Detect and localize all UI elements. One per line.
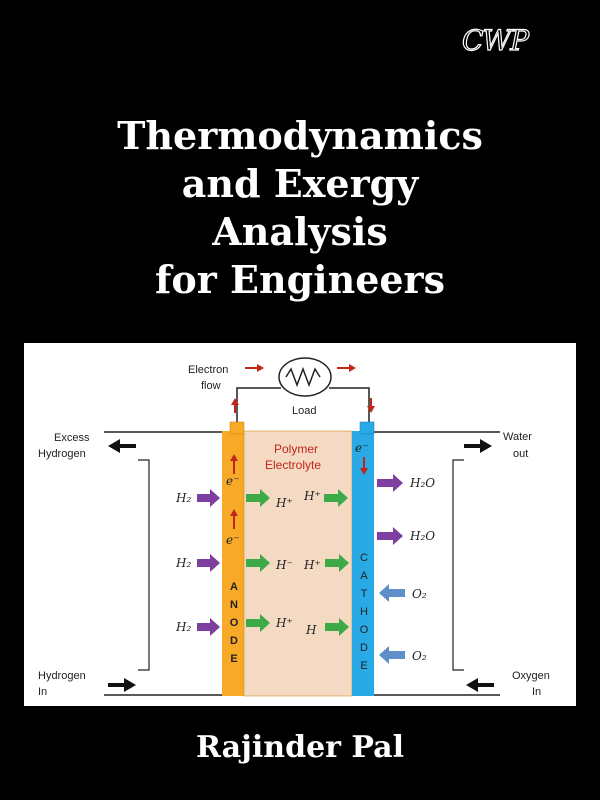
cathode-letter: O (360, 624, 369, 636)
proton-label: H⁺ (303, 489, 321, 503)
electrolyte-label-2: Electrolyte (265, 458, 321, 472)
hydrogen-in-arrow-icon (108, 678, 136, 692)
anode-electron-arrow-icon (230, 454, 238, 529)
oxygen-flow-line (452, 459, 464, 671)
water-out-label-2: out (513, 448, 528, 460)
oxygen-in-label-2: In (532, 686, 541, 698)
author-name: Rajinder Pal (195, 730, 405, 765)
oxygen-in-label: Oxygen (512, 670, 550, 682)
cathode-electron-label: e⁻ (355, 441, 368, 455)
anode-letter: O (230, 617, 239, 629)
cathode-terminal (359, 421, 375, 435)
anode-letter: N (230, 599, 238, 611)
title-line-2: and Exergy (181, 161, 419, 206)
book-title: Thermodynamics and Exergy Analysis for E… (0, 112, 600, 304)
cathode-electron-arrow-icon (360, 457, 368, 475)
water-output-arrow-icon (377, 474, 403, 545)
circuit-wire (236, 387, 370, 423)
h2-input-arrow-icon (197, 489, 220, 636)
oxygen-input-arrow-icon (379, 584, 405, 664)
h2-input-label: H₂ (175, 491, 191, 505)
proton-label: H⁺ (275, 496, 293, 510)
water-label: H₂O (409, 529, 435, 543)
fuel-cell-diagram: Load Electron flow Polymer Electrol (24, 343, 576, 706)
proton-label: H⁻ (275, 558, 293, 572)
hydrogen-in-label: Hydrogen (38, 670, 86, 682)
load-resistor-icon (278, 357, 332, 397)
anode-terminal (229, 421, 245, 435)
h2-input-label: H₂ (175, 620, 191, 634)
oxygen-in-arrow-icon (466, 678, 494, 692)
anode-electron-label: e⁻ (226, 533, 239, 547)
title-line-1: Thermodynamics (117, 113, 483, 158)
electrolyte-label: Polymer (274, 442, 318, 456)
cathode-letter: C (360, 552, 368, 564)
water-out-label: Water (503, 431, 532, 443)
proton-label: H⁺ (303, 558, 321, 572)
excess-hydrogen-label: Excess (54, 432, 90, 444)
publisher-logo: CWP (461, 23, 529, 57)
water-label: H₂O (409, 476, 435, 490)
proton-arrow-icon (246, 489, 349, 636)
anode-letter: E (230, 653, 237, 665)
proton-label: H⁺ (275, 616, 293, 630)
cathode-letter: E (360, 660, 367, 672)
excess-hydrogen-label-2: Hydrogen (38, 448, 86, 460)
cathode-letter: A (360, 570, 368, 582)
anode-plate (222, 431, 244, 696)
load-label: Load (292, 405, 316, 417)
cathode-letter: D (360, 642, 368, 654)
oxygen-label: O₂ (412, 587, 427, 601)
cathode-letter: T (361, 588, 368, 600)
water-out-arrow-icon (464, 439, 492, 453)
oxygen-label: O₂ (412, 649, 427, 663)
anode-letter: A (230, 581, 238, 593)
electron-flow-label: Electron (188, 364, 228, 376)
electron-flow-arrow-icon (231, 364, 375, 413)
h2-input-label: H₂ (175, 556, 191, 570)
title-line-3: Analysis (212, 209, 388, 254)
anode-electron-label: e⁻ (226, 474, 239, 488)
cathode-plate (352, 431, 374, 696)
proton-label: H (305, 623, 317, 637)
cathode-letter: H (360, 606, 368, 618)
title-line-4: for Engineers (155, 257, 445, 302)
hydrogen-flow-line (138, 459, 150, 671)
hydrogen-in-label-2: In (38, 686, 47, 698)
anode-letter: D (230, 635, 238, 647)
electron-flow-label-2: flow (201, 380, 221, 392)
excess-hydrogen-arrow-icon (108, 439, 136, 453)
